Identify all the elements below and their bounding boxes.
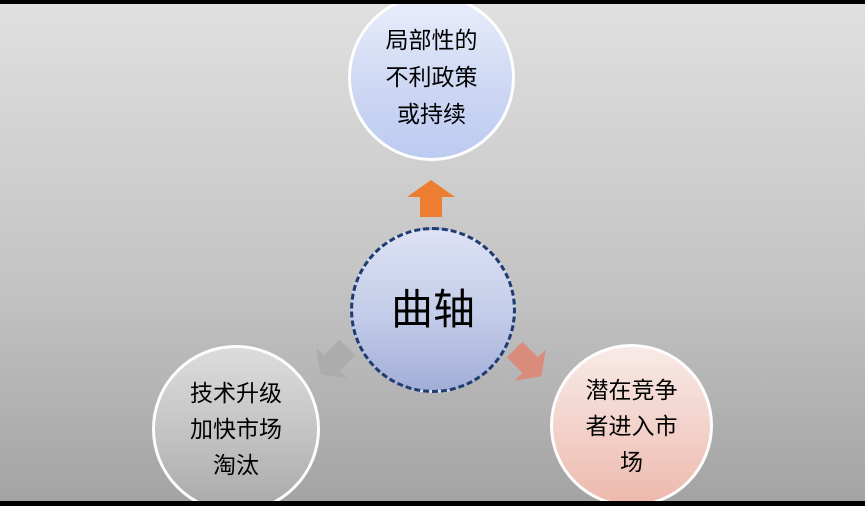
bottom-right-factor-line-3: 场 bbox=[620, 448, 643, 475]
top-factor-line-1: 局部性的 bbox=[385, 27, 478, 53]
down-left-arrow-icon bbox=[305, 332, 363, 390]
down-right-arrow-icon bbox=[499, 334, 557, 392]
bottom-left-factor-circle: 技术升级 加快市场 淘汰 bbox=[152, 345, 320, 506]
center-topic-circle: 曲轴 bbox=[350, 227, 516, 393]
top-factor-line-2: 不利政策 bbox=[385, 64, 478, 90]
bottom-right-factor-line-2: 者进入市 bbox=[585, 412, 678, 439]
top-factor-circle: 局部性的 不利政策 或持续 bbox=[348, 0, 515, 161]
bottom-left-factor-line-3: 淘汰 bbox=[213, 452, 259, 478]
bottom-right-factor-circle: 潜在竞争 者进入市 场 bbox=[550, 344, 713, 506]
bottom-right-factor-line-1: 潜在竞争 bbox=[585, 376, 678, 403]
bottom-left-factor-line-1: 技术升级 bbox=[190, 380, 282, 406]
up-arrow-icon bbox=[407, 180, 455, 217]
bottom-frame-bar bbox=[0, 501, 865, 506]
top-factor-line-3: 或持续 bbox=[397, 101, 466, 127]
bottom-left-factor-line-2: 加快市场 bbox=[190, 416, 282, 442]
center-topic-label: 曲轴 bbox=[390, 286, 475, 333]
top-frame-bar bbox=[0, 0, 865, 4]
